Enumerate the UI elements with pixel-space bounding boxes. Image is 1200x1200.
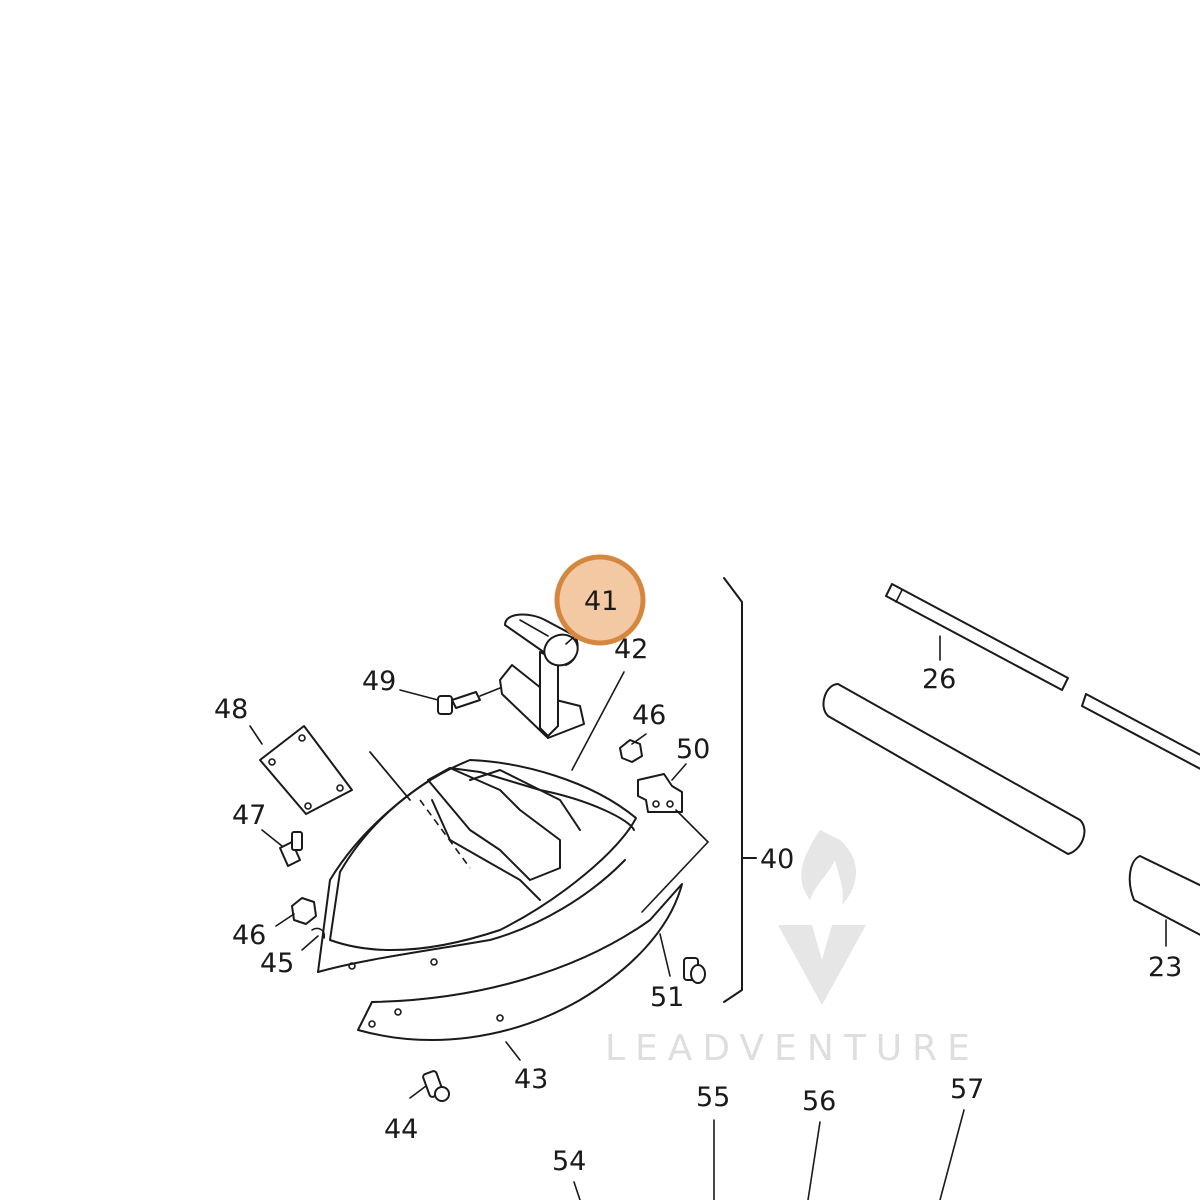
leader-lines: [249, 625, 1167, 1200]
watermark-logo: LEADVENTURE: [605, 830, 980, 1069]
part-50-clamp: [637, 773, 683, 813]
callout-40[interactable]: 40: [760, 844, 794, 875]
part-49-bolt: [437, 687, 501, 715]
callout-41-highlight[interactable]: [554, 554, 646, 646]
callout-23[interactable]: 23: [1148, 952, 1182, 983]
callout-44[interactable]: 44: [384, 1114, 418, 1145]
part-42-guard: [317, 759, 637, 973]
callout-48[interactable]: 48: [214, 694, 248, 725]
callout-42[interactable]: 42: [614, 634, 648, 665]
part-46-nut-left: [291, 897, 317, 925]
shaft-tube-upper: [822, 683, 1086, 855]
part-26-rod: [885, 583, 1069, 691]
callout-labels: 41 42 26 23 40 49 48 47 46 50 46 45 51 4…: [214, 586, 1182, 1177]
part-48-plate: [259, 725, 353, 815]
group-40-bracket: [723, 577, 757, 1003]
callout-46-left[interactable]: 46: [232, 920, 266, 951]
callout-54[interactable]: 54: [552, 1146, 586, 1177]
callout-56[interactable]: 56: [802, 1086, 836, 1117]
part-51-bolt: [683, 957, 706, 984]
callout-46-right[interactable]: 46: [632, 700, 666, 731]
callout-43[interactable]: 43: [514, 1064, 548, 1095]
part-23-tube: [1128, 855, 1200, 936]
callout-47[interactable]: 47: [232, 800, 266, 831]
callout-26[interactable]: 26: [922, 664, 956, 695]
part-41-holder-bracket: [499, 613, 585, 739]
part-46-nut-right: [619, 739, 643, 763]
part-47-bolt: [279, 831, 303, 867]
callout-49[interactable]: 49: [362, 666, 396, 697]
callout-45[interactable]: 45: [260, 948, 294, 979]
shaft-rod-right: [1081, 693, 1200, 770]
part-44-bolt: [422, 1070, 450, 1102]
callout-41[interactable]: 41: [584, 586, 618, 617]
part-45-clip: [311, 927, 326, 939]
callout-57[interactable]: 57: [950, 1074, 984, 1105]
callout-55[interactable]: 55: [696, 1082, 730, 1113]
watermark-text: LEADVENTURE: [605, 1028, 980, 1069]
callout-51[interactable]: 51: [650, 982, 684, 1013]
part-43-blade-strip: [357, 883, 683, 1041]
callout-50[interactable]: 50: [676, 734, 710, 765]
